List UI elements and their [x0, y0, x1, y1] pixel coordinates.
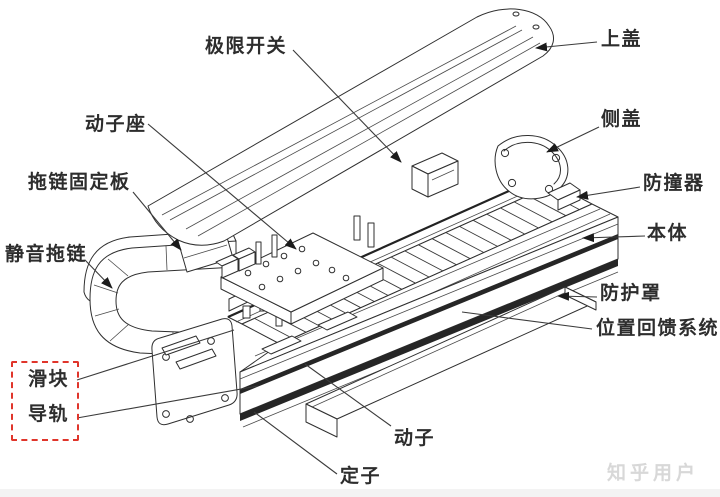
- watermark-text: 知乎用户: [607, 462, 700, 484]
- label-limit-switch: 极限开关: [205, 35, 288, 57]
- label-guide-rail: 导轨: [28, 403, 70, 425]
- mover-seat-drawing: [215, 215, 384, 325]
- limit-switch-drawing: [411, 152, 459, 198]
- bumper-drawing: [547, 182, 581, 211]
- label-body: 本体: [647, 222, 689, 244]
- label-side-cover: 侧盖: [601, 108, 643, 130]
- label-silent-drag-chain: 静音拖链: [5, 243, 88, 265]
- top-cover-drawing: [147, 8, 555, 246]
- label-drag-chain-fixing-plate: 拖链固定板: [28, 171, 131, 193]
- leader-lines: [76, 41, 646, 475]
- highlight-box: [11, 361, 79, 441]
- label-top-cover: 上盖: [601, 28, 643, 50]
- label-mover: 动子: [394, 427, 436, 449]
- label-position-feedback-system: 位置回馈系统: [596, 317, 720, 339]
- label-mover-seat: 动子座: [85, 113, 147, 135]
- label-slider: 滑块: [28, 368, 70, 390]
- label-stator: 定子: [340, 465, 382, 487]
- bottom-strip: [0, 489, 720, 497]
- label-bumper: 防撞器: [643, 172, 705, 194]
- label-protective-cover: 防护罩: [600, 282, 662, 304]
